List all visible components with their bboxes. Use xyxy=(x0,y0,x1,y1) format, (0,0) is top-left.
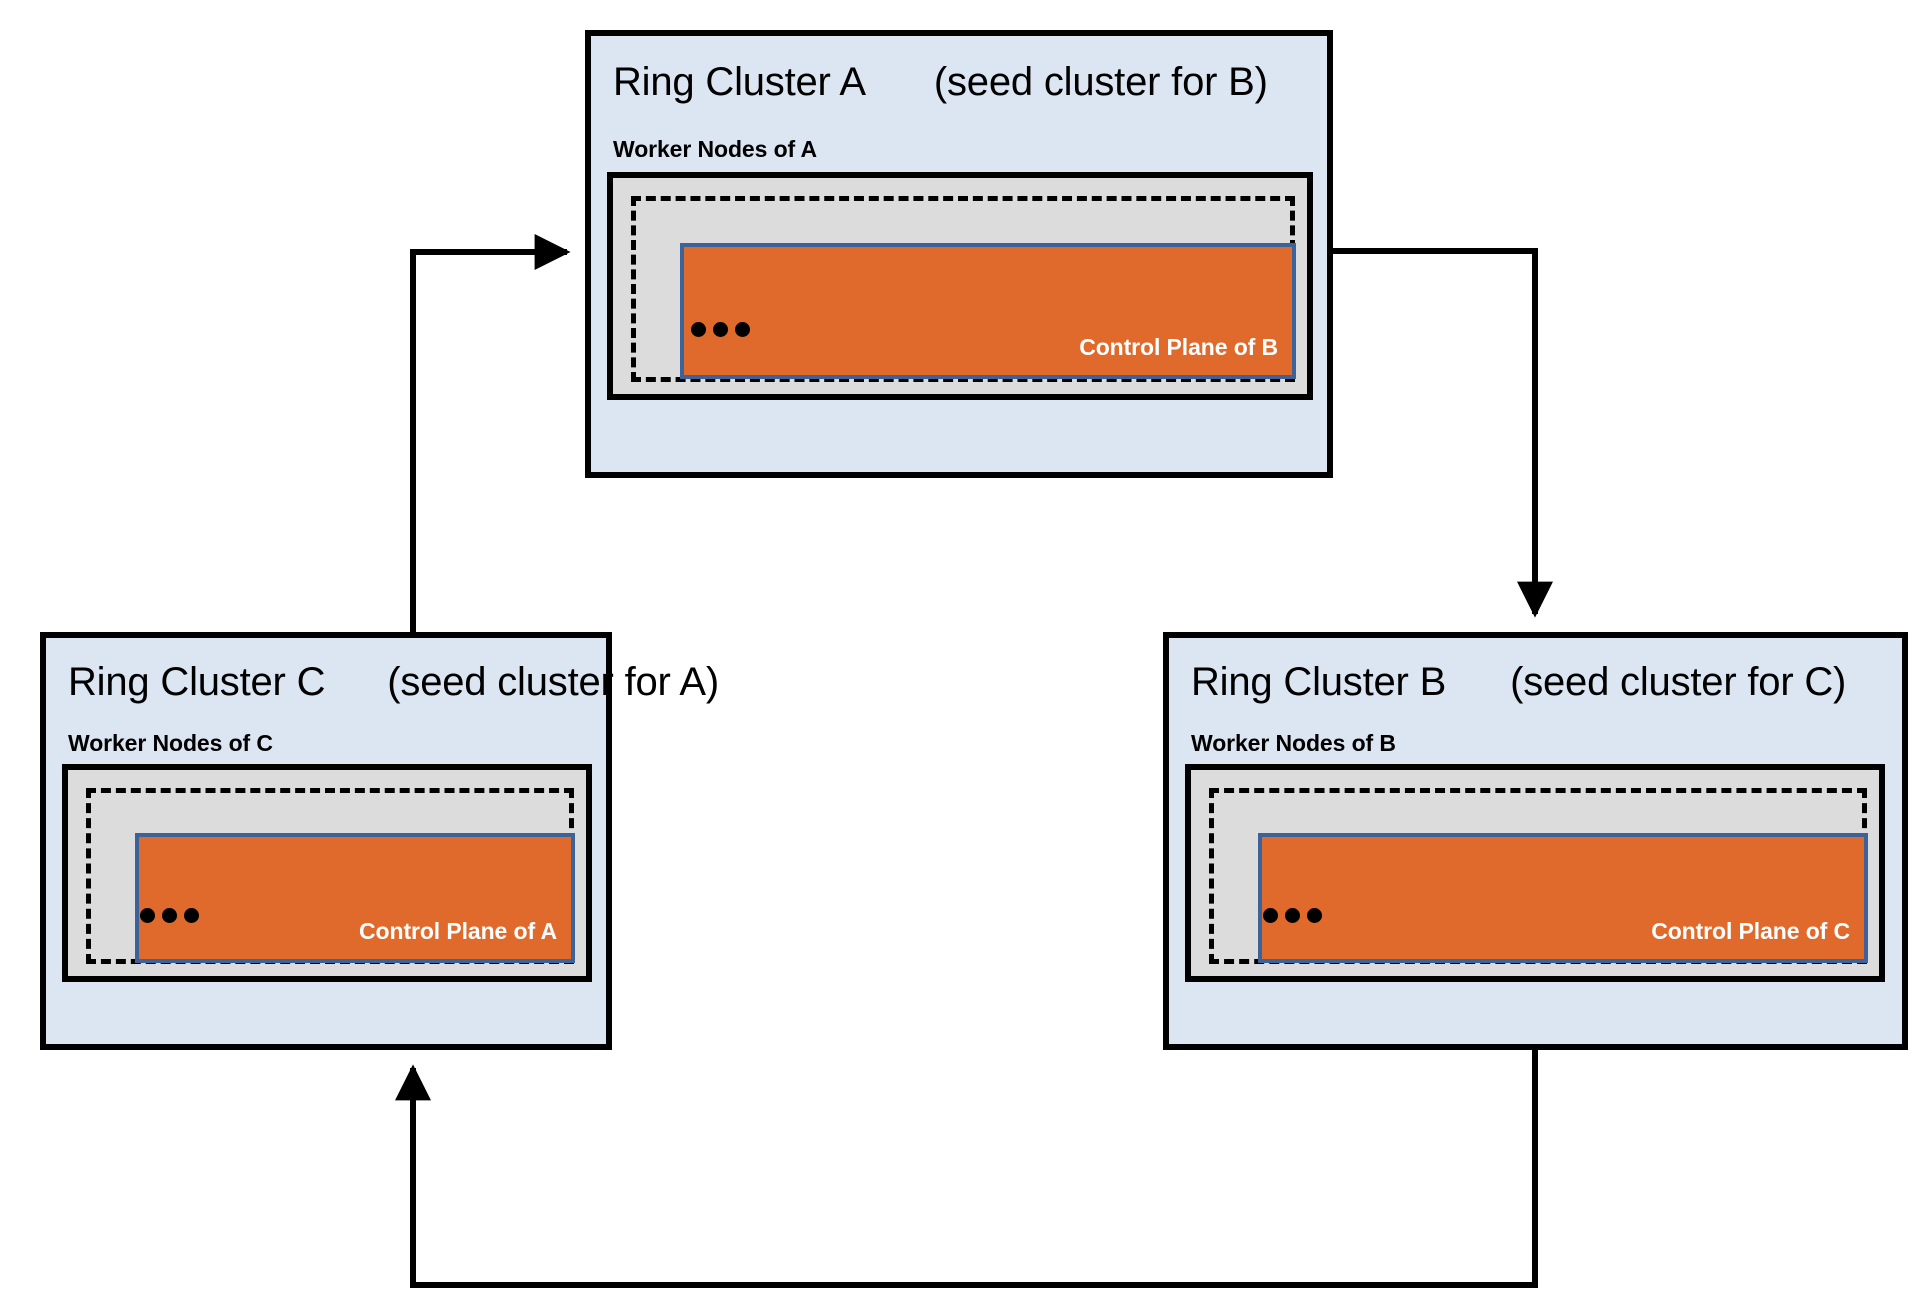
cluster-b-title: Ring Cluster B (seed cluster for C) xyxy=(1191,660,1846,705)
cluster-a-role: (seed cluster for B) xyxy=(933,60,1268,104)
connector-b-to-c xyxy=(395,1050,1538,1288)
cluster-c-node-boundary: Control Plane of A xyxy=(86,788,575,964)
cluster-ring-cluster-c[interactable]: Ring Cluster C (seed cluster for A) Work… xyxy=(40,632,719,1050)
cluster-b-control-plane-label: Control Plane of C xyxy=(1651,918,1850,944)
cluster-a-control-plane-label: Control Plane of B xyxy=(1079,334,1278,360)
cluster-c-control-plane-label: Control Plane of A xyxy=(359,918,557,944)
cluster-c-title: Ring Cluster C (seed cluster for A) xyxy=(68,660,719,705)
cluster-c-ellipsis-icon xyxy=(140,908,199,923)
cluster-a-title: Ring Cluster A (seed cluster for B) xyxy=(613,60,1268,105)
cluster-c-worker-nodes-label: Worker Nodes of C xyxy=(68,730,273,756)
cluster-c-name: Ring Cluster C xyxy=(68,660,326,704)
cluster-b-node-boundary: Control Plane of C xyxy=(1209,788,1868,964)
cluster-b-name: Ring Cluster B xyxy=(1191,660,1447,704)
cluster-a-control-plane-box[interactable]: Control Plane of B xyxy=(680,243,1296,379)
cluster-a-worker-nodes-box: Control Plane of B xyxy=(607,172,1313,400)
cluster-b-control-plane-box[interactable]: Control Plane of C xyxy=(1258,833,1868,963)
cluster-b-worker-nodes-box: Control Plane of C xyxy=(1185,764,1885,982)
cluster-a-node-boundary: Control Plane of B xyxy=(631,196,1296,382)
cluster-a-worker-nodes-label: Worker Nodes of A xyxy=(613,136,818,162)
cluster-a-ellipsis-icon xyxy=(691,322,750,337)
connector-c-to-a xyxy=(410,234,571,632)
cluster-b-ellipsis-icon xyxy=(1263,908,1322,923)
cluster-c-role: (seed cluster for A) xyxy=(387,660,719,704)
cluster-b-role: (seed cluster for C) xyxy=(1510,660,1847,704)
cluster-b-worker-nodes-label: Worker Nodes of B xyxy=(1191,730,1396,756)
cluster-c-worker-nodes-box: Control Plane of A xyxy=(62,764,592,982)
cluster-a-name: Ring Cluster A xyxy=(613,60,866,104)
cluster-c-control-plane-box[interactable]: Control Plane of A xyxy=(135,833,575,963)
cluster-ring-cluster-b[interactable]: Ring Cluster B (seed cluster for C) Work… xyxy=(1163,632,1908,1050)
cluster-ring-cluster-a[interactable]: Ring Cluster A (seed cluster for B) Work… xyxy=(585,30,1333,478)
connector-a-to-b xyxy=(1333,248,1553,618)
